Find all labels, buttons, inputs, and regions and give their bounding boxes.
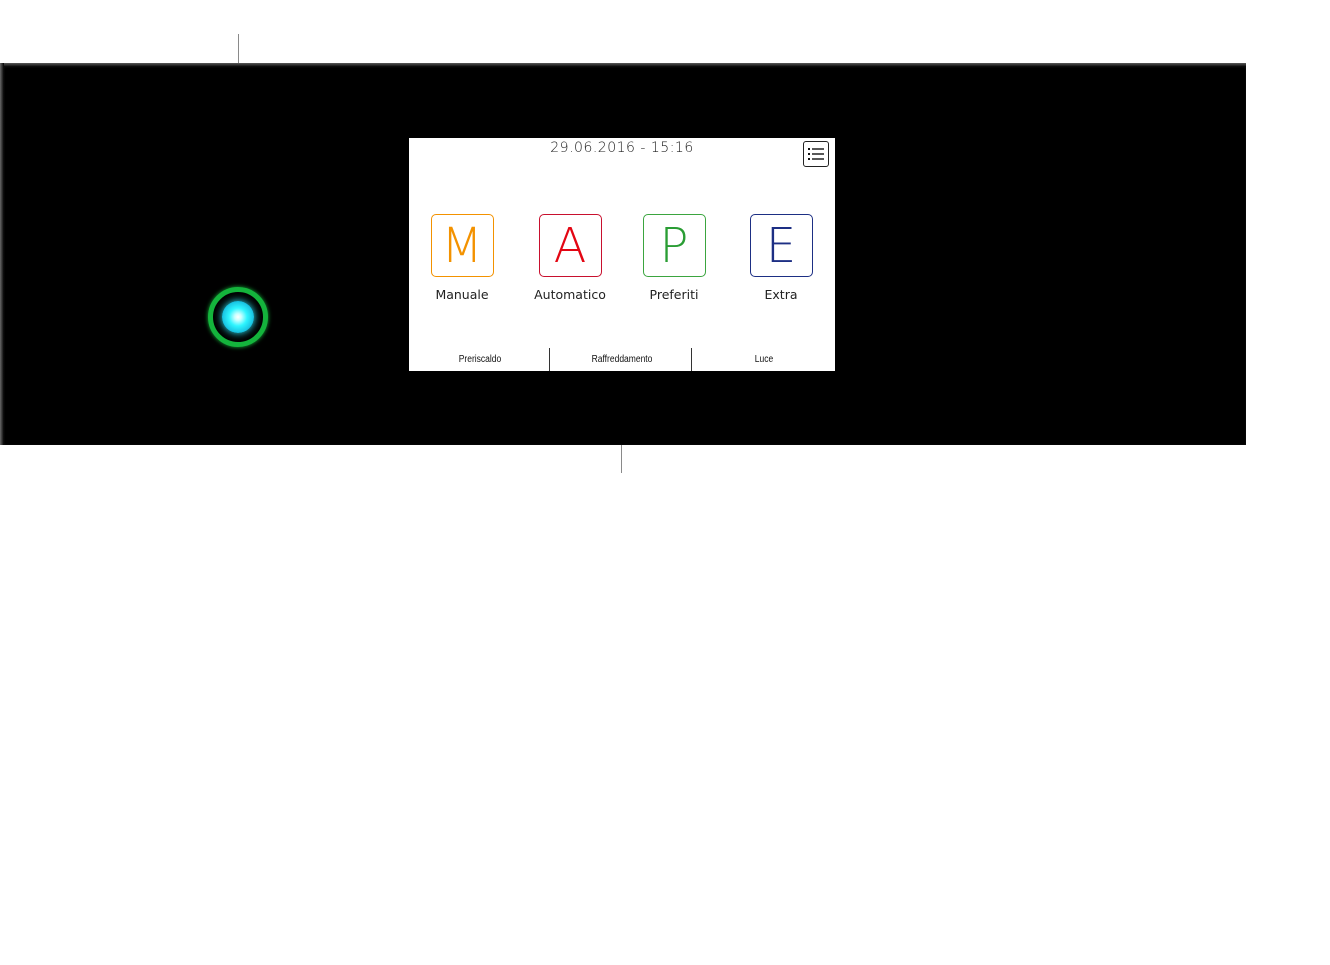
control-panel: 29.06.2016 - 15:16 M Manuale A Automatic… bbox=[0, 63, 1246, 445]
datetime-display: 29.06.2016 - 15:16 bbox=[550, 140, 694, 156]
menu-button[interactable] bbox=[803, 141, 829, 167]
mode-preferiti-button[interactable]: P Preferiti bbox=[629, 214, 719, 302]
mode-label: Manuale bbox=[435, 287, 489, 302]
list-menu-icon bbox=[808, 148, 824, 160]
power-light-icon bbox=[222, 301, 254, 333]
mode-label: Automatico bbox=[534, 287, 606, 302]
mode-label: Extra bbox=[764, 287, 798, 302]
mode-automatico-button[interactable]: A Automatico bbox=[525, 214, 615, 302]
bottom-divider bbox=[691, 348, 692, 371]
mode-label: Preferiti bbox=[649, 287, 699, 302]
mode-tile: P bbox=[642, 214, 706, 277]
mode-tile: M bbox=[430, 214, 494, 277]
mode-manuale-button[interactable]: M Manuale bbox=[417, 214, 507, 302]
bottom-divider bbox=[549, 348, 550, 371]
touch-screen: 29.06.2016 - 15:16 M Manuale A Automatic… bbox=[409, 138, 835, 371]
mode-tile: E bbox=[749, 214, 813, 277]
raffreddamento-button[interactable]: Raffreddamento bbox=[591, 354, 653, 365]
mode-extra-button[interactable]: E Extra bbox=[736, 214, 826, 302]
power-button[interactable] bbox=[208, 287, 268, 347]
luce-button[interactable]: Luce bbox=[754, 354, 774, 365]
mode-tile: A bbox=[538, 214, 602, 277]
preriscaldo-button[interactable]: Preriscaldo bbox=[458, 354, 502, 365]
bottom-bar: Preriscaldo Raffreddamento Luce bbox=[409, 348, 835, 371]
